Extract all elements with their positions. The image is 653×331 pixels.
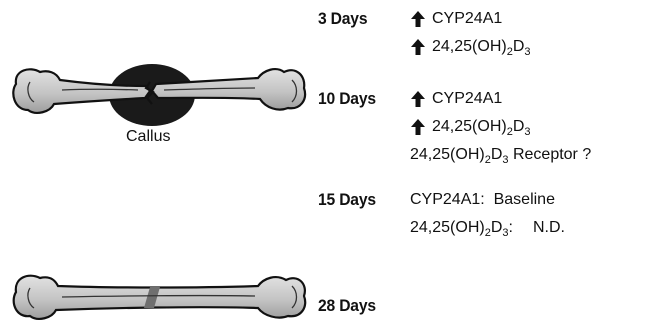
up-arrow-icon xyxy=(410,38,426,56)
line-text-mid: D xyxy=(513,38,525,56)
stage-line: CYP24A1 xyxy=(410,10,502,28)
healed-bone-shape xyxy=(14,276,306,319)
up-arrow-icon xyxy=(410,90,426,108)
line-text-pre: 24,25(OH) xyxy=(410,146,485,164)
up-arrow-icon xyxy=(410,118,426,136)
bone-cortex-line xyxy=(62,89,138,90)
line-subscript: 2 xyxy=(507,126,513,138)
callus-label: Callus xyxy=(126,128,170,146)
line-subscript: 2 xyxy=(507,46,513,58)
line-text-pre: 24,25(OH) xyxy=(432,118,507,136)
line-subscript: 3 xyxy=(502,154,508,166)
line-subscript: 3 xyxy=(502,227,508,239)
line-text: CYP24A1 xyxy=(432,90,502,108)
up-arrow-icon xyxy=(410,10,426,28)
line-value: N.D. xyxy=(533,219,565,237)
line-text-mid: D xyxy=(513,118,525,136)
line-text-post: Receptor ? xyxy=(509,146,592,164)
line-text-pre: 24,25(OH) xyxy=(432,38,507,56)
line-text: CYP24A1 xyxy=(432,10,502,28)
line-subscript: 3 xyxy=(524,46,530,58)
stage-day-label: 28 Days xyxy=(318,296,376,316)
line-text-mid: D xyxy=(491,146,503,164)
line-text-pre: 24,25(OH) xyxy=(410,219,485,237)
line-text: CYP24A1: Baseline xyxy=(410,191,555,209)
stage-day-label: 15 Days xyxy=(318,190,376,210)
line-subscript: 2 xyxy=(485,154,491,166)
stage-line: CYP24A1 xyxy=(410,90,502,108)
stage-line: CYP24A1: Baseline xyxy=(410,191,555,209)
fractured-bone-group xyxy=(13,64,305,126)
line-text-mid: D xyxy=(491,219,503,237)
healed-bone-group xyxy=(14,276,306,319)
stage-day-label: 3 Days xyxy=(318,9,367,29)
stage-day-label: 10 Days xyxy=(318,89,376,109)
line-subscript: 3 xyxy=(524,126,530,138)
line-text-post: : xyxy=(509,219,513,237)
line-subscript: 2 xyxy=(485,227,491,239)
